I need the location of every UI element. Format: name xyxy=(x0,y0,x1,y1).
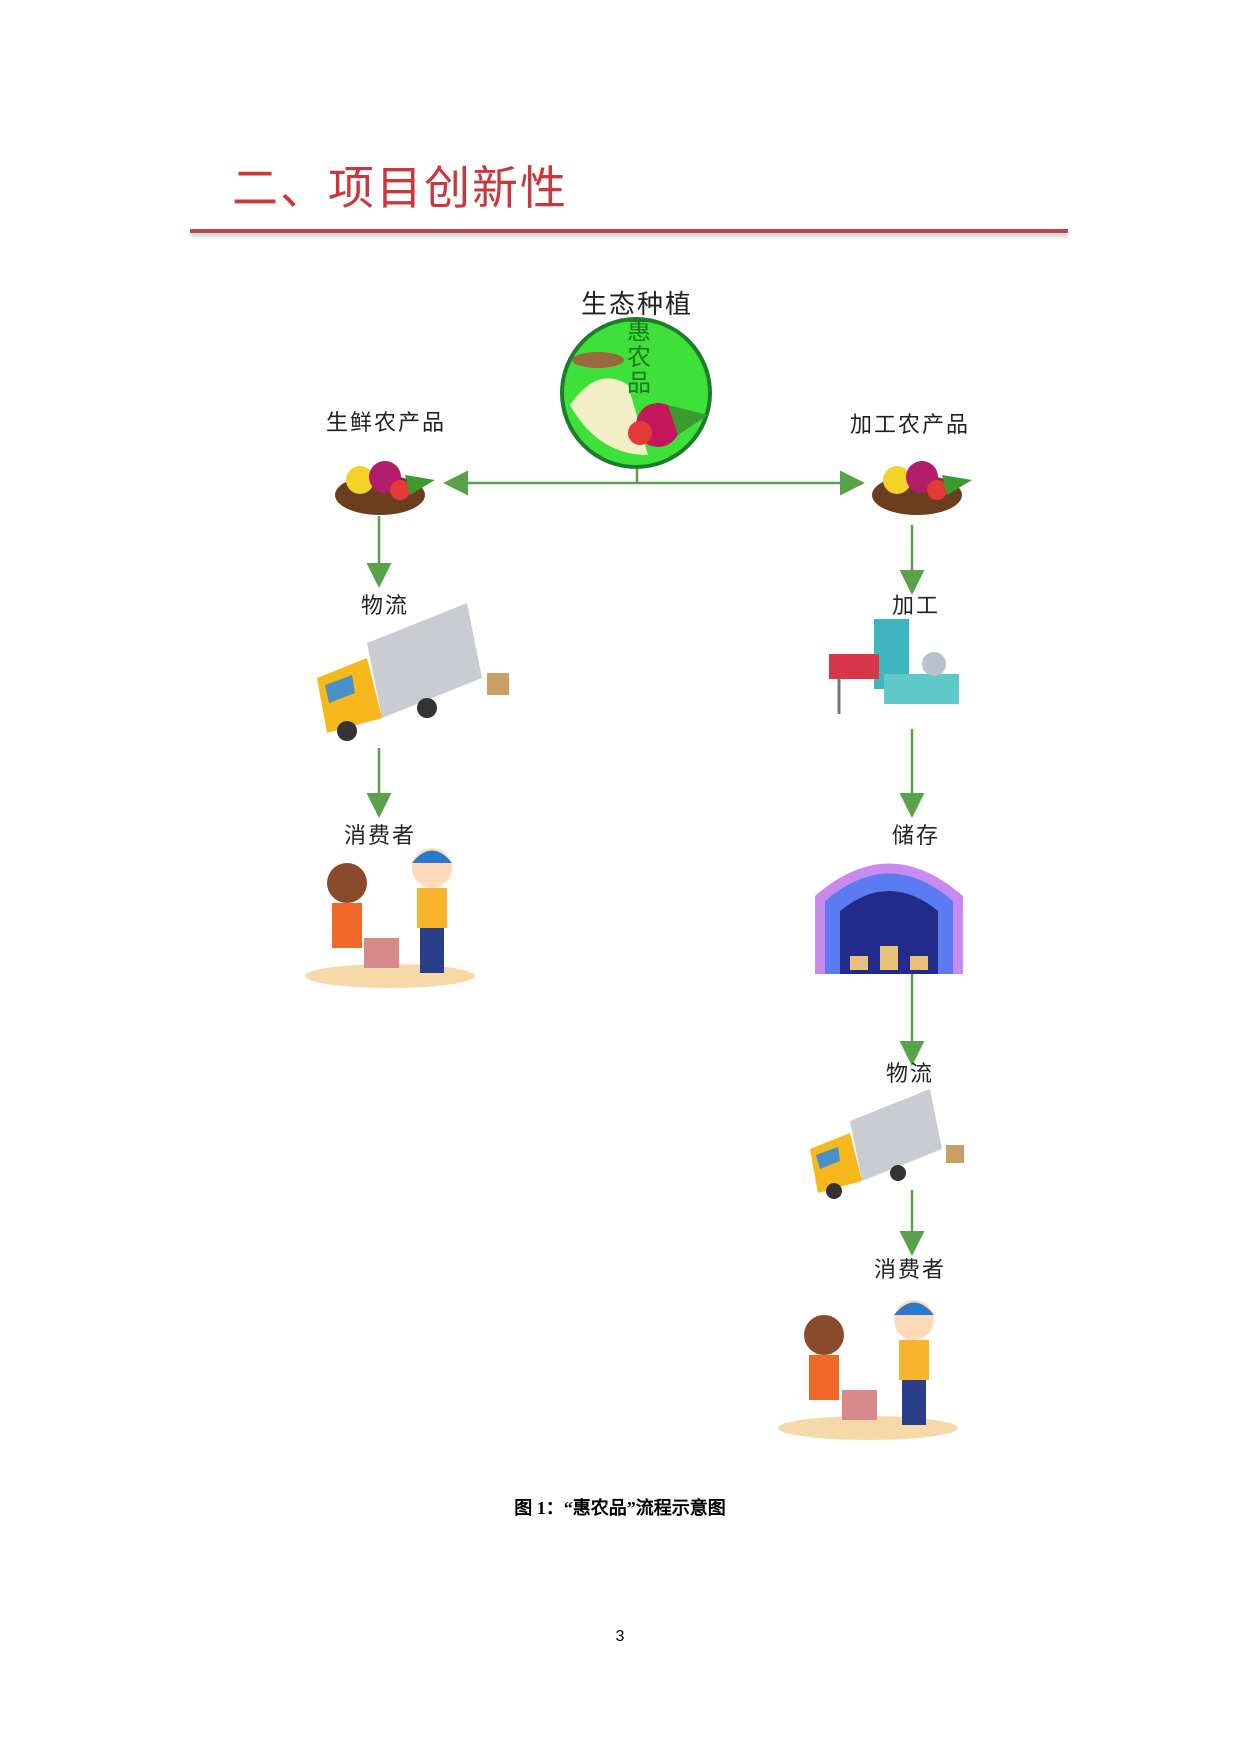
logistics-label-left: 物流 xyxy=(360,594,410,619)
truck-icon xyxy=(317,603,509,741)
fresh-produce-label: 生鲜农产品 xyxy=(325,411,447,436)
section-title: 二、项目创新性 xyxy=(232,161,568,215)
logo-circle-icon xyxy=(560,317,712,469)
logistics-label-right: 物流 xyxy=(885,1062,935,1087)
title-divider xyxy=(190,229,1068,233)
consumer-illustration-icon xyxy=(305,848,475,988)
processed-produce-label: 加工农产品 xyxy=(849,413,971,438)
page-number: 3 xyxy=(615,1628,625,1645)
warehouse-icon xyxy=(815,863,963,974)
figure-caption: 图 1：“惠农品”流程示意图 xyxy=(514,1498,726,1518)
consumer-label-right: 消费者 xyxy=(873,1258,947,1283)
root-label: 生态种植 xyxy=(580,290,694,320)
consumer-illustration-icon xyxy=(778,1300,958,1440)
truck-icon xyxy=(810,1089,964,1199)
processing-label: 加工 xyxy=(891,594,941,619)
fruit-basket-icon xyxy=(335,461,435,515)
consumer-label-left: 消费者 xyxy=(343,824,417,849)
factory-icon xyxy=(829,619,959,714)
storage-label: 储存 xyxy=(891,824,941,849)
fruit-basket-icon xyxy=(872,461,972,515)
logo-text: 惠农品 xyxy=(622,318,651,396)
